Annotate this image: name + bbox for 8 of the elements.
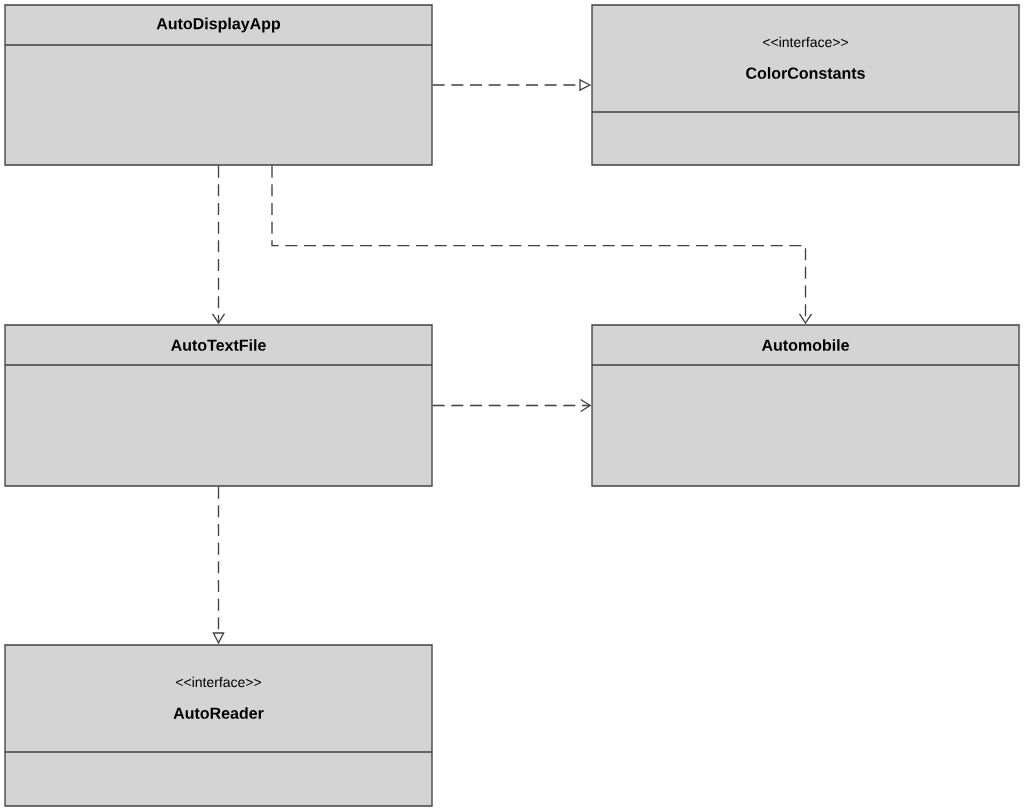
class-box: Automobile: [591, 324, 1020, 487]
class-box: <<interface>> ColorConstants: [591, 4, 1020, 166]
class-box: AutoTextFile: [4, 324, 433, 487]
class-box: AutoDisplayApp: [4, 4, 433, 166]
dependency-arrow: [271, 165, 813, 325]
dependency-arrow: [211, 165, 226, 325]
dependency-arrow: [432, 398, 592, 413]
class-box: <<interface>> AutoReader: [4, 644, 433, 807]
